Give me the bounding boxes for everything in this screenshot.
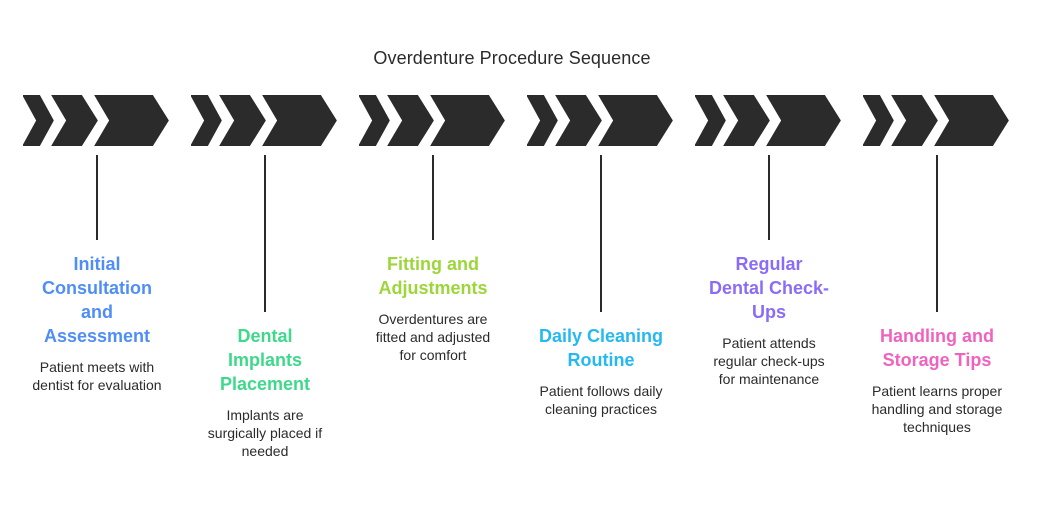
step-description-line: for maintenance	[718, 371, 820, 387]
step-description-line: Patient meets with	[39, 359, 155, 375]
chevron-arrow-group	[527, 95, 677, 146]
chevron-arrow-group	[863, 95, 1013, 146]
step-heading-line: Placement	[219, 374, 311, 394]
step-heading-line: Daily Cleaning	[538, 326, 664, 346]
step-description-line: dentist for evaluation	[32, 377, 162, 393]
step-heading-line: Fitting and	[387, 254, 479, 274]
connector-line	[936, 155, 938, 312]
step-description-line: surgically placed if	[207, 425, 323, 441]
step-description-line: Implants are	[226, 407, 304, 423]
chevron-medium-icon	[555, 95, 602, 146]
step-description: Patient meets with dentist for evaluation	[22, 358, 172, 394]
connector-line	[768, 155, 770, 240]
chevron-arrow-group	[359, 95, 509, 146]
step-heading-line: Routine	[567, 350, 635, 370]
step-description-line: cleaning practices	[544, 401, 658, 417]
chevron-medium-icon	[891, 95, 938, 146]
arrow-large-icon	[94, 95, 169, 146]
step-description-line: handling and storage	[871, 401, 1003, 417]
step-heading-line: Assessment	[43, 326, 151, 346]
diagram-title: Overdenture Procedure Sequence	[373, 48, 651, 68]
arrow-large-icon	[598, 95, 673, 146]
step-description-line: needed	[241, 443, 289, 459]
step-heading-line: Dental	[237, 326, 293, 346]
step-heading-line: and	[80, 302, 113, 322]
arrow-large-icon	[766, 95, 841, 146]
step-heading-line: Dental Check-	[708, 278, 830, 298]
chevron-small-icon	[191, 95, 222, 146]
connector-line	[96, 155, 98, 240]
step-description: Overdentures are fitted and adjusted for c…	[358, 310, 508, 364]
step-heading-line: Implants	[227, 350, 302, 370]
step-description-line: Patient follows daily	[539, 383, 663, 399]
step-description: Patient learns proper handling and storag…	[862, 382, 1012, 436]
chevron-small-icon	[695, 95, 726, 146]
step-heading-line: Regular	[735, 254, 803, 274]
step-heading-line: Initial	[73, 254, 121, 274]
step-heading-line: Consultation	[42, 278, 152, 298]
arrow-large-icon	[430, 95, 505, 146]
chevron-medium-icon	[219, 95, 266, 146]
step-description-line: Overdentures are	[378, 311, 488, 327]
step-description-line: fitted and adjusted	[375, 329, 491, 345]
step-description: Patient follows daily cleaning practices	[526, 382, 676, 418]
chevron-small-icon	[527, 95, 558, 146]
step-heading-line: Adjustments	[378, 278, 488, 298]
chevron-medium-icon	[51, 95, 98, 146]
chevron-small-icon	[23, 95, 54, 146]
arrow-large-icon	[262, 95, 337, 146]
chevron-medium-icon	[723, 95, 770, 146]
step-description-line: for comfort	[399, 347, 467, 363]
step-description-line: techniques	[903, 419, 971, 435]
chevron-small-icon	[359, 95, 390, 146]
connector-line	[432, 155, 434, 240]
chevron-medium-icon	[387, 95, 434, 146]
chevron-arrow-group	[23, 95, 173, 146]
step-description: Implants are surgically placed if needed	[190, 406, 340, 460]
step-description-line: Patient learns proper	[872, 383, 1002, 399]
step-description: Patient attends regular check-ups for main…	[694, 334, 844, 388]
step-heading-line: Ups	[751, 302, 786, 322]
arrow-large-icon	[934, 95, 1009, 146]
step-description-line: Patient attends	[722, 335, 816, 351]
step-heading-line: Storage Tips	[882, 350, 992, 370]
connector-line	[600, 155, 602, 312]
connector-line	[264, 155, 266, 312]
step-description-line: regular check-ups	[713, 353, 825, 369]
chevron-arrow-group	[695, 95, 845, 146]
chevron-arrow-group	[191, 95, 341, 146]
step-heading-line: Handling and	[880, 326, 994, 346]
chevron-small-icon	[863, 95, 894, 146]
